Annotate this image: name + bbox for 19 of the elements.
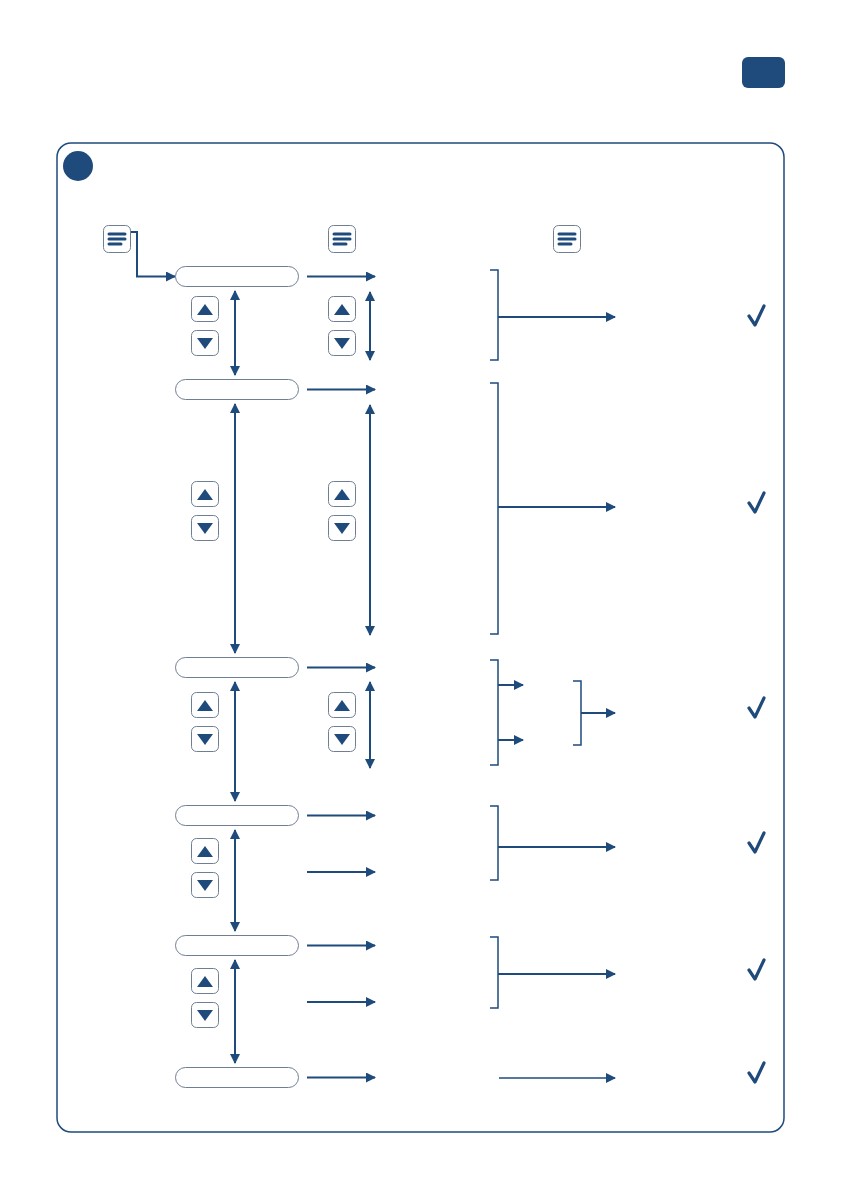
arrow — [130, 231, 176, 282]
arrow — [230, 829, 240, 932]
arrow — [306, 810, 376, 821]
arrow — [230, 403, 240, 654]
arrow — [230, 290, 240, 376]
arrow — [306, 940, 376, 951]
display-field — [175, 379, 299, 400]
display-field — [175, 1067, 299, 1088]
menu-button-icon — [103, 225, 131, 253]
arrow — [230, 681, 240, 802]
arrow — [306, 271, 376, 282]
display-field — [175, 266, 299, 287]
arrow — [306, 662, 376, 673]
arrow — [306, 1072, 376, 1083]
display-field — [175, 935, 299, 956]
display-field — [175, 805, 299, 826]
arrow — [230, 959, 240, 1064]
arrow — [306, 384, 376, 395]
display-field — [175, 657, 299, 678]
